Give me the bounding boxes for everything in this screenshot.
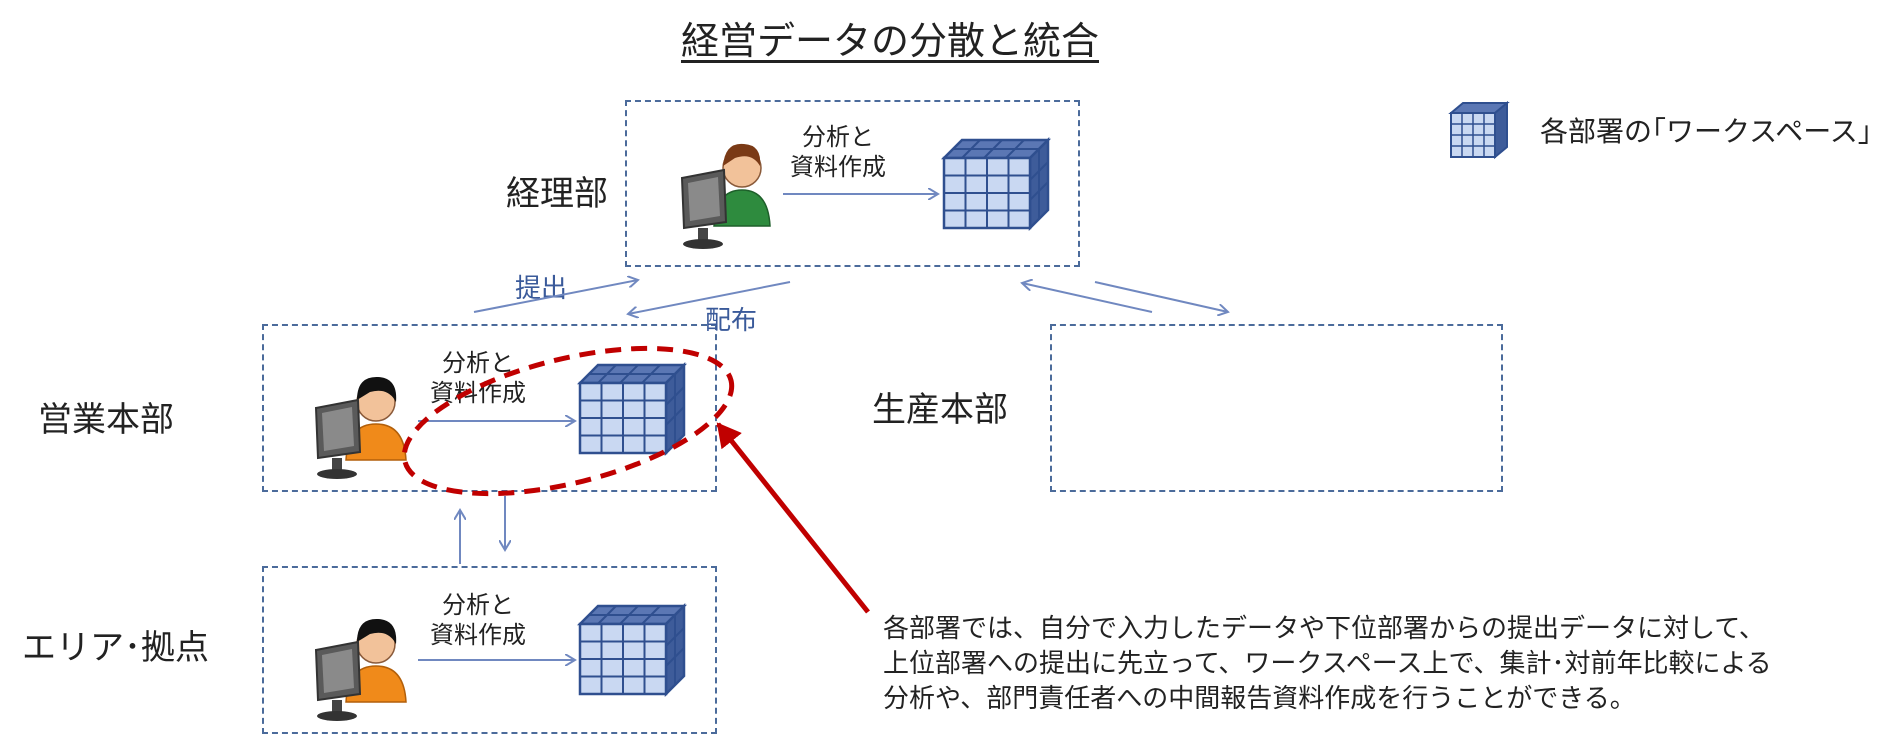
sales-workspace-cube-icon [578, 363, 686, 455]
area-workspace-cube-icon [578, 604, 686, 696]
area-activity-line-1: 分析と [442, 591, 514, 619]
legend-label: 各部署の｢ワークスペース｣ [1540, 115, 1872, 148]
distribute-arrow [628, 281, 791, 314]
area-activity-line-2: 資料作成 [430, 621, 526, 649]
production-to-accounting-arrow [1022, 283, 1153, 313]
accounting-activity-line-1: 分析と [802, 123, 874, 151]
accounting-box [625, 100, 1080, 267]
area-activity-label: 分析と 資料作成 [430, 590, 526, 650]
sales-activity-label: 分析と 資料作成 [430, 348, 526, 408]
submit-arrow [473, 280, 638, 313]
area-label: エリア･拠点 [22, 628, 209, 668]
sales-activity-line-1: 分析と [442, 349, 514, 377]
sales-person-icon [315, 376, 407, 480]
accounting-to-production-arrow [1094, 281, 1228, 312]
accounting-activity-label: 分析と 資料作成 [790, 122, 886, 182]
callout-line-2: 上位部署への提出に先立って、ワークスペース上で、集計･対前年比較による [883, 649, 1772, 680]
production-label: 生産本部 [872, 390, 1008, 430]
diagram-title: 経営データの分散と統合 [680, 19, 1099, 63]
production-box [1050, 324, 1503, 492]
callout-line-1: 各部署では、自分で入力したデータや下位部署からの提出データに対して、 [883, 614, 1765, 644]
distribute-label: 配布 [705, 306, 758, 336]
callout-line-3: 分析や、部門責任者への中間報告資料作成を行うことができる。 [883, 684, 1636, 715]
workspace-highlight-ellipse [401, 345, 735, 497]
sales-box [262, 324, 717, 492]
legend-cube-icon [1448, 100, 1510, 160]
area-box [262, 566, 717, 734]
callout-text: 各部署では、自分で入力したデータや下位部署からの提出データに対して、 上位部署へ… [883, 612, 1772, 717]
accounting-person-icon [681, 143, 771, 250]
area-person-icon [315, 618, 407, 722]
sales-label: 営業本部 [38, 400, 174, 440]
accounting-label: 経理部 [506, 174, 608, 214]
accounting-activity-line-2: 資料作成 [790, 153, 886, 181]
accounting-workspace-cube-icon [942, 138, 1050, 230]
callout-arrow [716, 422, 870, 614]
